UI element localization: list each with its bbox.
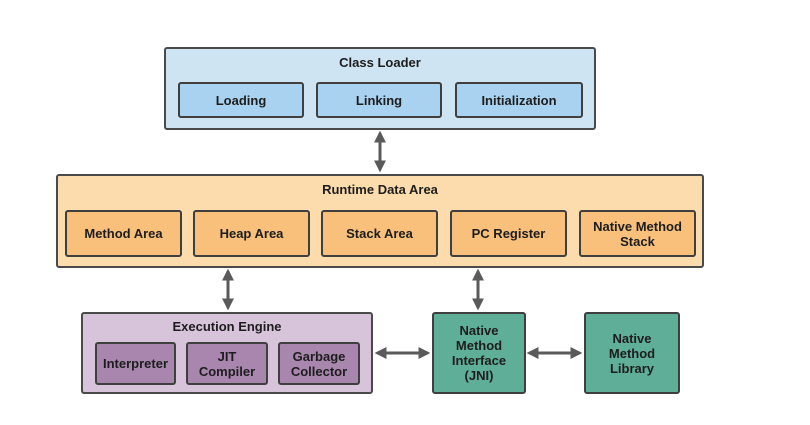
initialization-box: Initialization: [455, 82, 583, 118]
execution-engine-title: Execution Engine: [172, 319, 282, 334]
stack-area-box: Stack Area: [321, 210, 438, 257]
native-method-library-box: Native Method Library: [584, 312, 680, 394]
class-loader-group: Class Loader Loading Linking Initializat…: [164, 47, 596, 130]
class-loader-title: Class Loader: [339, 55, 421, 70]
runtime-data-area-title: Runtime Data Area: [322, 182, 438, 197]
interpreter-box: Interpreter: [95, 342, 176, 385]
pc-register-box: PC Register: [450, 210, 567, 257]
native-method-interface-box: Native Method Interface (JNI): [432, 312, 526, 394]
jit-compiler-box: JIT Compiler: [186, 342, 268, 385]
runtime-data-area-group: Runtime Data Area Method Area Heap Area …: [56, 174, 704, 268]
heap-area-box: Heap Area: [193, 210, 310, 257]
loading-box: Loading: [178, 82, 304, 118]
execution-engine-group: Execution Engine Interpreter JIT Compile…: [81, 312, 373, 394]
method-area-box: Method Area: [65, 210, 182, 257]
linking-box: Linking: [316, 82, 442, 118]
native-method-stack-box: Native Method Stack: [579, 210, 696, 257]
garbage-collector-box: Garbage Collector: [278, 342, 360, 385]
